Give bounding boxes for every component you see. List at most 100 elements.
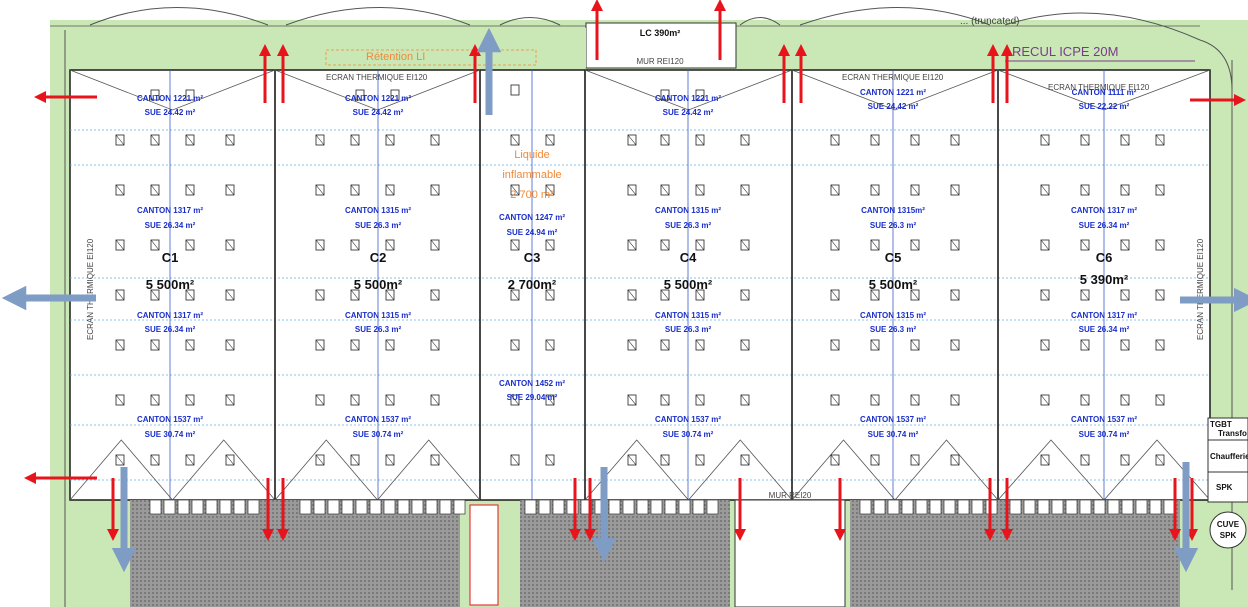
smoke-vent-cross — [150, 184, 160, 196]
dock-door — [887, 499, 900, 515]
sue-label: SUE 26.34 m² — [1079, 325, 1130, 334]
smoke-vent-cross — [1155, 134, 1165, 146]
sue-label: SUE 30.74 m² — [663, 430, 714, 439]
smoke-vent-cross — [950, 289, 960, 301]
smoke-vent-cross — [830, 289, 840, 301]
smoke-vent-cross — [740, 184, 750, 196]
smoke-vent-cross — [185, 454, 195, 466]
smoke-vent — [185, 89, 195, 101]
sue-label: SUE 26.34 m² — [145, 221, 196, 230]
smoke-vent-cross — [315, 134, 325, 146]
smoke-vent-cross — [740, 134, 750, 146]
dock-door — [901, 499, 914, 515]
smoke-vent-cross — [627, 339, 637, 351]
smoke-vent-cross — [430, 239, 440, 251]
smoke-vent-cross — [695, 239, 705, 251]
dock-area — [520, 500, 730, 607]
roof-line — [274, 69, 481, 111]
cuve-circle — [1209, 511, 1247, 549]
lc-label: LC 390m² — [640, 28, 681, 38]
smoke-vent-cross — [185, 239, 195, 251]
sue-label: SUE 29.04 m² — [507, 393, 558, 402]
roof-line — [584, 69, 793, 111]
smoke-vent-cross — [350, 289, 360, 301]
smoke-vent-cross — [115, 394, 125, 406]
smoke-vent-cross — [870, 184, 880, 196]
smoke-vent-cross — [185, 184, 195, 196]
dock-door — [650, 499, 663, 515]
smoke-vent-cross — [910, 394, 920, 406]
smoke-vent-cross — [695, 339, 705, 351]
smoke-vent-cross — [660, 454, 670, 466]
smoke-vent-cross — [185, 339, 195, 351]
smoke-vent-cross — [740, 394, 750, 406]
canton-label: CANTON 1537 m² — [655, 415, 721, 424]
smoke-vent-cross — [1120, 239, 1130, 251]
cell-labels: C1 5 500m² C2 5 500m² C3 2 700m² C4 5 50… — [146, 250, 1129, 292]
dock-door — [1051, 499, 1064, 515]
smoke-vent-cross — [870, 239, 880, 251]
retention-label: Rétention LI — [366, 51, 425, 63]
smoke-vent — [660, 89, 670, 101]
smoke-vent-cross — [740, 339, 750, 351]
dock-door — [1107, 499, 1120, 515]
smoke-vent-cross — [150, 289, 160, 301]
canton-label: CANTON 1111 m² — [1072, 88, 1137, 97]
canton-label: CANTON 1221 m² — [655, 94, 721, 103]
smoke-vent-cross — [660, 134, 670, 146]
smoke-vent-cross — [1080, 339, 1090, 351]
smoke-vent-cross — [1040, 134, 1050, 146]
smoke-vent-cross — [695, 289, 705, 301]
smoke-vent-cross — [870, 134, 880, 146]
dock-door — [622, 499, 635, 515]
smoke-vent-cross — [150, 394, 160, 406]
smoke-vent-cross — [627, 394, 637, 406]
dock-door — [163, 499, 176, 515]
dock-door — [383, 499, 396, 515]
smoke-vent-cross — [350, 239, 360, 251]
ecran-right: ECRAN THERMIQUE EI120 — [1196, 238, 1205, 340]
smoke-vent-cross — [1155, 454, 1165, 466]
canton-row-4: CANTON 1537 m² SUE 30.74 m² CANTON 1537 … — [137, 379, 1137, 439]
smoke-vent-cross — [115, 239, 125, 251]
canton-label: CANTON 1221 m² — [860, 88, 926, 97]
smoke-vent-cross — [950, 134, 960, 146]
smoke-vent-cross — [1155, 289, 1165, 301]
smoke-vent-cross — [627, 289, 637, 301]
canton-label: CANTON 1315 m² — [655, 311, 721, 320]
smoke-vent-cross — [385, 289, 395, 301]
cell-id: C6 — [1096, 250, 1113, 265]
dock-door — [149, 499, 162, 515]
smoke-vent-cross — [315, 339, 325, 351]
smoke-vent-cross — [430, 339, 440, 351]
smoke-vent-cross — [660, 184, 670, 196]
cell-id: C1 — [162, 250, 179, 265]
smoke-vent-cross — [115, 454, 125, 466]
smoke-vent-cross — [1040, 239, 1050, 251]
cuve-label: CUVE — [1217, 520, 1240, 529]
canton-label: CANTON 1221 m² — [137, 94, 203, 103]
smoke-vent-cross — [870, 289, 880, 301]
sue-label: SUE 30.74 m² — [353, 430, 404, 439]
roof-line — [69, 69, 276, 111]
dock-door — [636, 499, 649, 515]
dock-door — [327, 499, 340, 515]
tgbt-label: TGBT — [1210, 420, 1232, 429]
smoke-vent-cross — [150, 339, 160, 351]
smoke-vent-cross — [430, 134, 440, 146]
smoke-vent-cross — [830, 394, 840, 406]
ecran-left: ECRAN THERMIQUE EI120 — [86, 238, 95, 340]
smoke-vent-cross — [1080, 134, 1090, 146]
smoke-vent-cross — [1155, 239, 1165, 251]
spk-box — [1207, 471, 1248, 503]
smoke-vent-cross — [510, 394, 520, 406]
spk-label: SPK — [1216, 483, 1233, 492]
dock-door — [219, 499, 232, 515]
dock-door — [247, 499, 260, 515]
smoke-vent-cross — [315, 454, 325, 466]
office-block — [734, 499, 846, 607]
smoke-vent-cross — [1040, 394, 1050, 406]
smoke-vent — [150, 89, 160, 101]
mur-top-label: MUR REI120 — [636, 57, 684, 66]
roof-line — [997, 69, 1211, 111]
